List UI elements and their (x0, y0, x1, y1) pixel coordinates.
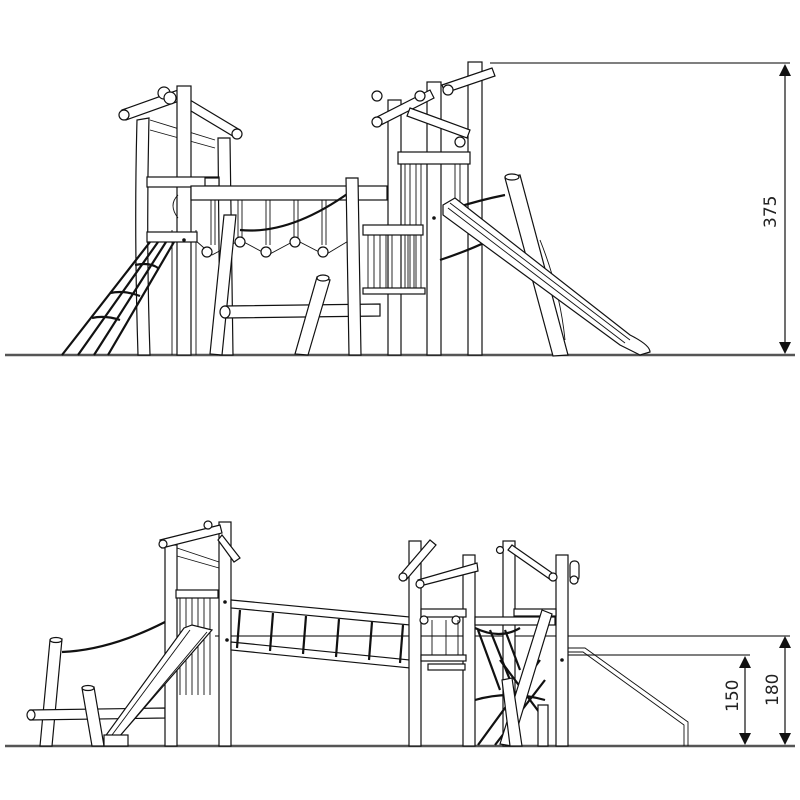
post (345, 177, 362, 356)
leaning-log (209, 214, 237, 356)
side-elevation-view: 150 180 (5, 520, 795, 748)
rope (239, 191, 351, 232)
log (501, 677, 523, 747)
post (537, 704, 549, 747)
handrail (568, 647, 689, 746)
arrow-down-icon (779, 733, 791, 745)
slide (102, 624, 214, 747)
arrow-up-icon (779, 64, 791, 76)
dimension-label-375: 375 (761, 196, 781, 228)
post (176, 85, 192, 356)
dimension-180: 180 (763, 636, 791, 745)
dimension-375: 375 (761, 64, 791, 354)
bridge-logs (194, 236, 351, 258)
left-tower-roof (118, 86, 243, 149)
dimension-150: 150 (723, 656, 751, 745)
balance-beam (219, 274, 381, 356)
dimension-label-150: 150 (723, 680, 743, 712)
right-tower (474, 540, 580, 747)
bridge (230, 599, 411, 669)
middle-tower (398, 539, 479, 747)
arrow-down-icon (739, 733, 751, 745)
arrow-up-icon (779, 636, 791, 648)
rope (61, 621, 166, 654)
bridge-rail (190, 185, 388, 201)
dimension-label-180: 180 (763, 674, 783, 706)
climbing-net (61, 241, 175, 356)
front-elevation-view: 375 (5, 61, 795, 357)
post (39, 638, 63, 747)
arrow-up-icon (739, 656, 751, 668)
right-tower (362, 61, 496, 356)
arrow-down-icon (779, 342, 791, 354)
platform (146, 231, 198, 243)
slide (442, 197, 651, 356)
